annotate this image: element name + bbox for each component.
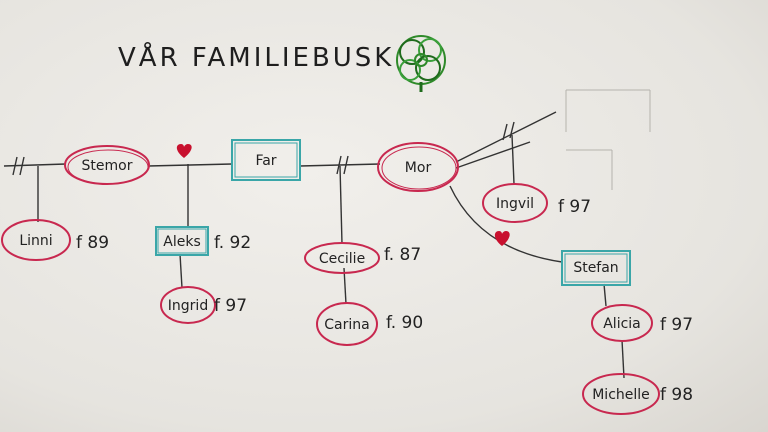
person-label: Stemor: [82, 158, 133, 174]
person-michelle: Michelle f 98: [582, 373, 693, 415]
pencil-sketch: [565, 89, 651, 190]
person-stemor: Stemor: [64, 145, 150, 185]
person-label: Linni: [19, 233, 52, 249]
birth-year: f 97: [558, 197, 591, 217]
connector-lines: [3, 111, 625, 379]
birth-year: f 97: [214, 296, 247, 316]
diagram-title: VÅR FAMILIEBUSK: [118, 41, 394, 73]
person-label: Aleks: [163, 234, 200, 250]
birth-year: f 98: [660, 385, 693, 405]
person-label: Alicia: [603, 316, 641, 332]
birth-year: f 97: [660, 315, 693, 335]
person-far: Far: [231, 139, 301, 181]
person-ingrid: Ingrid f 97: [160, 286, 247, 324]
person-ingvil: Ingvil f 97: [482, 183, 591, 223]
person-aleks: Aleks f. 92: [155, 226, 251, 256]
heart-icon: [494, 231, 510, 246]
person-label: Michelle: [592, 387, 650, 403]
person-stefan: Stefan: [561, 250, 631, 286]
person-carina: Carina f. 90: [316, 302, 423, 346]
person-label: Carina: [324, 317, 369, 333]
person-label: Far: [255, 153, 276, 169]
person-label: Stefan: [573, 260, 618, 276]
birth-year: f. 87: [384, 245, 421, 265]
birth-year: f. 90: [386, 313, 423, 333]
person-linni: Linni f 89: [1, 219, 109, 261]
heart-icon: [176, 144, 192, 158]
tree-icon: [396, 35, 446, 92]
person-label: Ingrid: [168, 298, 208, 314]
person-label: Ingvil: [496, 196, 534, 212]
person-cecilie: Cecilie f. 87: [304, 242, 421, 274]
person-alicia: Alicia f 97: [591, 304, 693, 342]
birth-year: f 89: [76, 233, 109, 253]
person-label: Mor: [405, 160, 432, 176]
person-label: Cecilie: [319, 251, 365, 267]
person-mor: Mor: [377, 142, 459, 192]
birth-year: f. 92: [214, 233, 251, 253]
